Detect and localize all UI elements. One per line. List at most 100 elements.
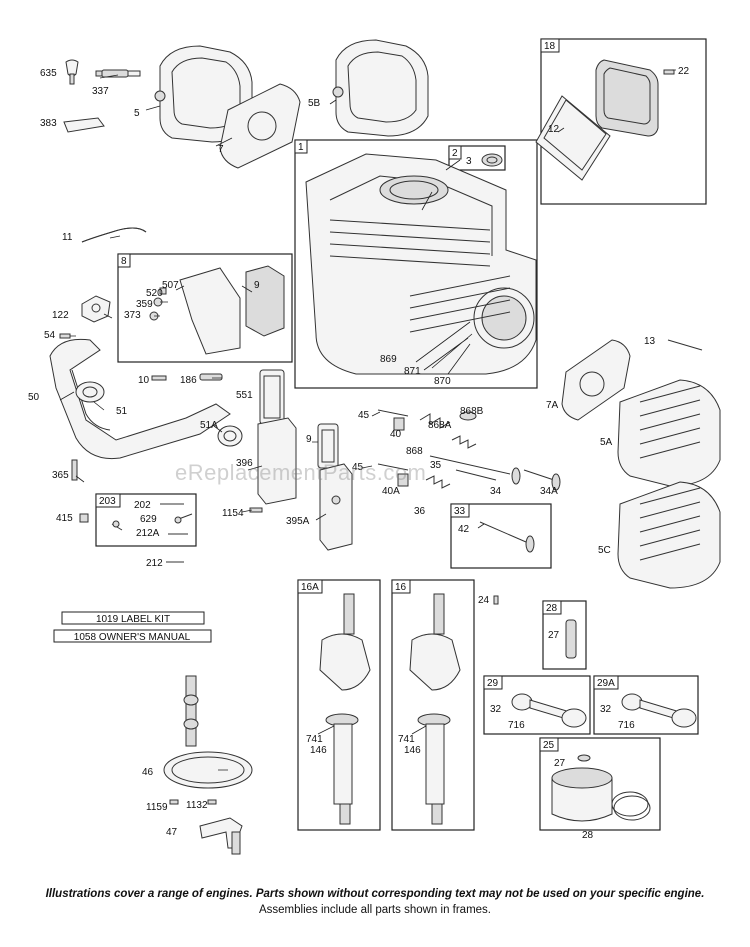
part-label-5B: 5B [308, 98, 321, 109]
part-29A-connecting-rod [621, 693, 697, 728]
part-label-35: 35 [430, 460, 442, 471]
part-47-governor [199, 817, 243, 855]
part-1159-1132-pins [169, 799, 217, 805]
owners-manual-box [53, 629, 212, 643]
part-203-governor-linkage [111, 503, 193, 535]
part-label-396: 396 [236, 458, 253, 469]
leader-lines [59, 69, 676, 771]
part-label-28: 28 [582, 830, 594, 841]
part-635-breather-cap [65, 59, 79, 85]
part-label-22: 22 [678, 66, 690, 77]
frame-28 [542, 600, 587, 670]
part-label-42: 42 [458, 524, 470, 535]
frame-16A [297, 579, 381, 831]
part-label-36: 36 [414, 506, 426, 517]
frame-203-tag-text: 203 [99, 496, 116, 507]
part-label-869: 869 [380, 354, 397, 365]
frame-8 [117, 253, 293, 363]
part-8-breather-assembly [149, 265, 285, 355]
part-35-valve [429, 455, 521, 485]
frame-16 [391, 579, 475, 831]
part-label-7A: 7A [546, 400, 559, 411]
frame-29A-tag-text: 29A [597, 678, 615, 689]
part-label-212: 212 [146, 558, 163, 569]
part-1-cylinder-block [305, 153, 537, 375]
part-label-551: 551 [236, 390, 253, 401]
part-5A-cylinder-head [617, 379, 721, 487]
part-25-piston [551, 754, 651, 822]
part-365-stud [71, 459, 78, 481]
footer-note: Assemblies include all parts shown in fr… [258, 904, 492, 916]
part-label-5A: 5A [600, 437, 613, 448]
part-label-212A: 212A [136, 528, 160, 539]
part-16A-crankshaft [319, 593, 371, 825]
part-29-connecting-rod [511, 693, 587, 728]
part-551-gasket [259, 369, 285, 425]
part-28-wrist-pin [565, 619, 577, 659]
frame-16-tag [391, 579, 411, 594]
part-label-12: 12 [548, 124, 560, 135]
frame-18-tag [540, 38, 560, 53]
part-54-screw [59, 333, 71, 339]
owners-manual-text: 1058 OWNER'S MANUAL [74, 632, 191, 643]
part-label-45-upper: 45 [358, 410, 370, 421]
frame-2-tag-text: 2 [452, 148, 458, 159]
part-label-9-center: 9 [306, 434, 312, 445]
part-label-10: 10 [138, 375, 150, 386]
part-24-key [493, 595, 499, 605]
parts-diagram: 1 2 8 18 203 33 16A 16 28 29 29A 25 1019… [28, 38, 721, 855]
part-label-46: 46 [142, 767, 154, 778]
frame-29-tag [483, 675, 503, 690]
frame-25-tag-text: 25 [543, 740, 555, 751]
part-36-spring [425, 475, 451, 489]
frame-18 [540, 38, 707, 205]
label-kit-text: 1019 LABEL KIT [96, 614, 170, 625]
part-40-guide [393, 417, 405, 431]
part-label-51A: 51A [200, 420, 218, 431]
frame-203 [95, 493, 197, 547]
part-label-1132: 1132 [186, 800, 208, 811]
part-16-crankshaft [409, 593, 461, 825]
part-label-716-29: 716 [508, 720, 525, 731]
part-label-395A: 395A [286, 516, 310, 527]
part-label-202: 202 [134, 500, 151, 511]
part-label-34A: 34A [540, 486, 558, 497]
part-868-spring [451, 435, 477, 449]
part-3-seal [481, 153, 503, 167]
part-label-27-frame25: 27 [554, 758, 566, 769]
frame-29A-tag [593, 675, 619, 690]
part-50-exhaust-manifold [49, 338, 231, 460]
part-label-51: 51 [116, 406, 128, 417]
frame-1 [294, 139, 538, 389]
part-label-186: 186 [180, 375, 197, 386]
frame-203-tag [95, 493, 121, 508]
frame-16A-tag-text: 16A [301, 582, 319, 593]
part-415-nut [79, 513, 89, 523]
part-label-741-16A: 741 [306, 734, 323, 745]
watermark: eReplacementParts.com [175, 460, 427, 485]
part-10-screw [151, 375, 167, 381]
part-34-valve [455, 469, 497, 481]
label-kit-box [61, 611, 205, 625]
part-label-868B: 868B [460, 406, 484, 417]
part-122-spacer [81, 295, 111, 323]
part-label-122: 122 [52, 310, 69, 321]
part-51A-gasket [217, 425, 243, 447]
part-label-9-frame8: 9 [254, 280, 260, 291]
part-label-32-29A: 32 [600, 704, 612, 715]
part-45-pushrod-upper [377, 409, 409, 417]
frame-29A [593, 675, 699, 735]
part-13-screw [667, 339, 703, 351]
part-45-pushrod-lower [377, 463, 409, 471]
part-label-870: 870 [434, 376, 451, 387]
part-42-valve [479, 521, 535, 553]
part-label-741-16: 741 [398, 734, 415, 745]
part-label-40A: 40A [382, 486, 400, 497]
part-label-5: 5 [134, 108, 140, 119]
part-label-47: 47 [166, 827, 178, 838]
part-label-40: 40 [390, 429, 402, 440]
part-868A-spring [419, 413, 451, 429]
part-11-breather-tube [81, 227, 147, 243]
part-label-868: 868 [406, 446, 423, 457]
footer-disclaimer: Illustrations cover a range of engines. … [45, 888, 705, 900]
